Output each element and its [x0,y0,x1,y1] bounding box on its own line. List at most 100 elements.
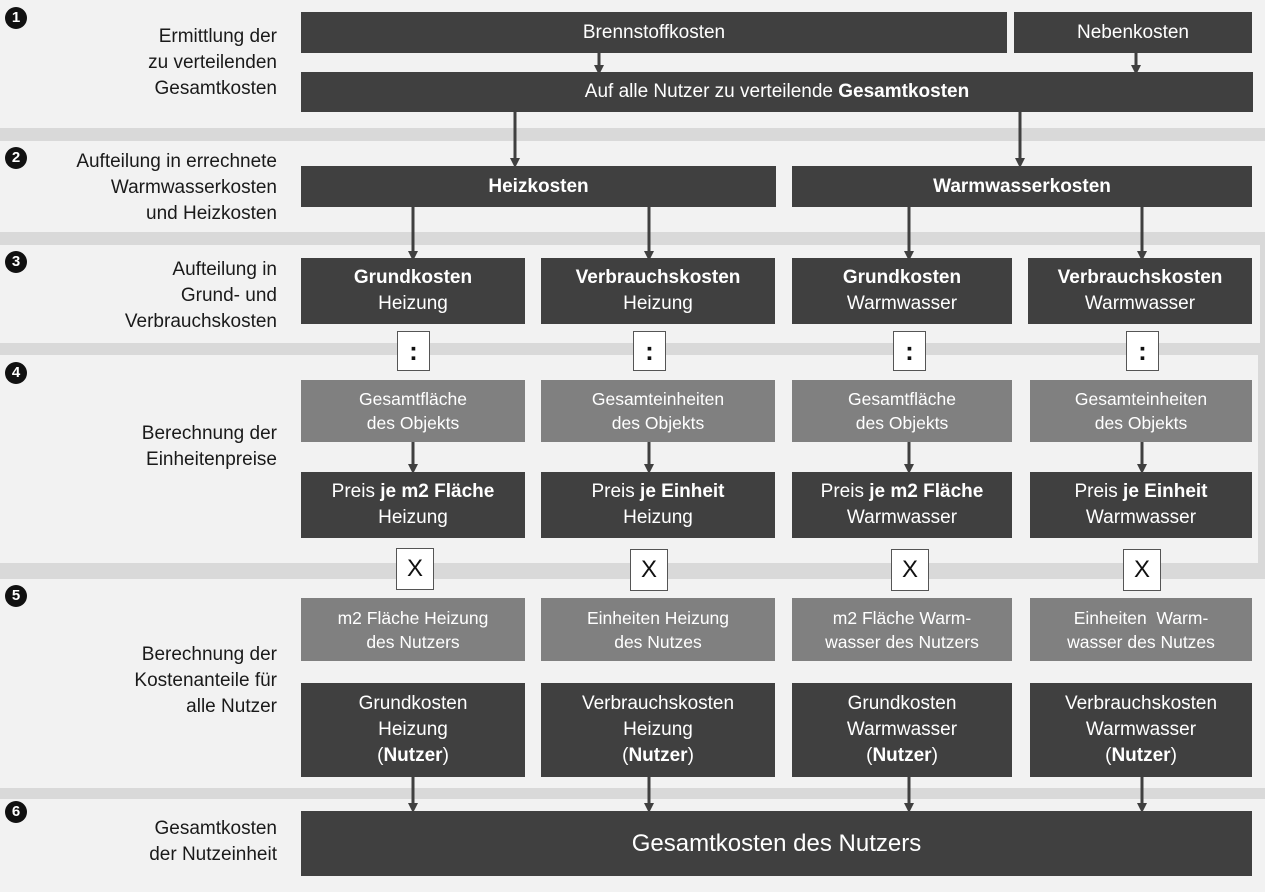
multiply-operator-4: X [1123,549,1161,591]
step-label-5: Berechnung der Kostenanteile für alle Nu… [134,644,277,717]
divide-operator-1: : [397,331,430,371]
share-box-4: Verbrauchskosten Warmwasser (Nutzer) [1030,683,1252,777]
price-sub-4: Warmwasser [1085,507,1197,528]
price-bold-1: je m2 Fläche [380,481,495,502]
share-box-3: Grundkosten Warmwasser (Nutzer) [792,683,1012,777]
share-bold-3: Nutzer [872,745,932,766]
basis-box-1: Gesamtfläche des Objekts [301,380,525,442]
share-bold-4: Nutzer [1111,745,1171,766]
user-basis-box-2: Einheiten Heizung des Nutzes [541,598,775,661]
user-line2-2: des Nutzes [614,631,702,652]
share-line2-3: Warmwasser [846,719,958,740]
price-sub-2: Heizung [623,507,693,528]
total-costs-text: Auf alle Nutzer zu verteilende Gesamtkos… [585,79,969,105]
user-total-text: Gesamtkosten des Nutzers [631,829,922,857]
user-line1-3: m2 Fläche Warm- [832,607,972,628]
share-open-1: ( [377,745,384,766]
step-label-2: Aufteilung in errechnete Warmwasserkoste… [76,151,277,224]
fuel-costs-text: Brennstoffkosten [582,21,726,43]
step-label-1: Ermittlung der zu verteilenden Gesamtkos… [148,26,277,99]
share-close-4: ) [1170,745,1177,766]
share-close-3: ) [931,745,938,766]
share-bold-1: Nutzer [383,745,443,766]
split-sub-4: Warmwasser [1084,293,1196,314]
price-line-4: Preis je Einheit [1074,479,1207,505]
basis-box-4: Gesamteinheiten des Objekts [1030,380,1252,442]
basis-line2-2: des Objekts [611,413,705,433]
user-line2-4: wasser des Nutzes [1067,631,1215,652]
share-close-2: ) [687,745,694,766]
price-box-3: Preis je m2 Fläche Warmwasser [792,472,1012,538]
price-line-1: Preis je m2 Fläche [332,479,495,505]
split-box-4: Verbrauchskosten Warmwasser [1028,258,1252,324]
share-open-3: ( [866,745,873,766]
user-basis-box-4: Einheiten Warm- wasser des Nutzes [1030,598,1252,661]
heating-costs-box: Heizkosten [301,166,776,207]
share-line3-4: (Nutzer) [1105,743,1177,769]
divide-operator-4: : [1126,331,1159,371]
fuel-costs-box: Brennstoffkosten [301,12,1007,53]
step-number-3: 3 [5,251,27,273]
step-number-4: 4 [5,362,27,384]
price-box-4: Preis je Einheit Warmwasser [1030,472,1252,538]
multiply-operator-1: X [396,548,434,590]
price-box-2: Preis je Einheit Heizung [541,472,775,538]
split-sub-2: Heizung [623,293,693,314]
divide-operator-2: : [633,331,666,371]
basis-line1-1: Gesamtfläche [359,389,467,409]
user-line1-1: m2 Fläche Heizung [337,607,489,628]
hot-water-costs-text: Warmwasserkosten [933,175,1111,197]
price-bold-4: je Einheit [1123,481,1208,502]
user-line2-3: wasser des Nutzers [825,631,979,652]
price-prefix-1: Preis [331,481,381,502]
total-costs-box: Auf alle Nutzer zu verteilende Gesamtkos… [301,72,1253,112]
share-line3-1: (Nutzer) [377,743,449,769]
total-costs-prefix: Auf alle Nutzer zu verteilende [584,81,839,102]
share-line1-3: Grundkosten [847,693,957,714]
step-label-4: Berechnung der Einheitenpreise [141,423,277,470]
multiply-operator-3: X [891,549,929,591]
user-line1-4: Einheiten Warm- [1073,607,1209,628]
share-line1-1: Grundkosten [358,693,468,714]
step-number-2: 2 [5,147,27,169]
split-title-3: Grundkosten [842,267,962,288]
user-basis-box-1: m2 Fläche Heizung des Nutzers [301,598,525,661]
step-label-6: Gesamtkosten der Nutzeinheit [149,818,277,865]
price-box-1: Preis je m2 Fläche Heizung [301,472,525,538]
user-basis-box-3: m2 Fläche Warm- wasser des Nutzers [792,598,1012,661]
share-box-1: Grundkosten Heizung (Nutzer) [301,683,525,777]
split-box-1: Grundkosten Heizung [301,258,525,324]
price-bold-2: je Einheit [640,481,725,502]
price-prefix-3: Preis [820,481,870,502]
basis-box-2: Gesamteinheiten des Objekts [541,380,775,442]
step-label-3: Aufteilung in Grund- und Verbrauchskoste… [124,259,277,332]
side-costs-box: Nebenkosten [1014,12,1252,53]
hot-water-costs-box: Warmwasserkosten [792,166,1252,207]
price-line-2: Preis je Einheit [591,479,724,505]
price-prefix-2: Preis [591,481,641,502]
side-costs-text: Nebenkosten [1077,21,1189,43]
share-close-1: ) [442,745,449,766]
step-number-5: 5 [5,585,27,607]
basis-line2-3: des Objekts [855,413,949,433]
split-box-3: Grundkosten Warmwasser [792,258,1012,324]
split-title-4: Verbrauchskosten [1057,267,1223,288]
divide-operator-3: : [893,331,926,371]
basis-line1-2: Gesamteinheiten [591,389,725,409]
step-number-6: 6 [5,801,27,823]
price-bold-3: je m2 Fläche [869,481,984,502]
split-title-2: Verbrauchskosten [575,267,741,288]
heating-costs-text: Heizkosten [488,175,589,197]
share-open-4: ( [1105,745,1112,766]
basis-line1-4: Gesamteinheiten [1074,389,1208,409]
basis-line2-1: des Objekts [366,413,460,433]
user-line1-2: Einheiten Heizung [586,607,730,628]
price-line-3: Preis je m2 Fläche [821,479,984,505]
share-box-2: Verbrauchskosten Heizung (Nutzer) [541,683,775,777]
price-sub-1: Heizung [378,507,448,528]
basis-box-3: Gesamtfläche des Objekts [792,380,1012,442]
split-sub-1: Heizung [378,293,448,314]
price-sub-3: Warmwasser [846,507,958,528]
share-line1-4: Verbrauchskosten [1064,693,1218,714]
basis-line2-4: des Objekts [1094,413,1188,433]
